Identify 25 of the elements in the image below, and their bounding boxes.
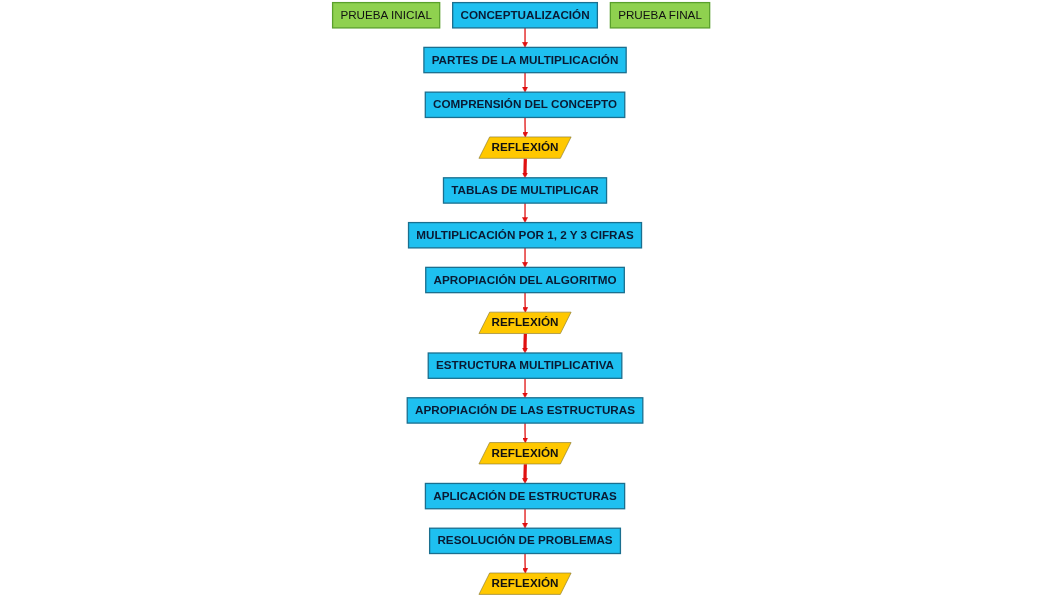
arrow: [522, 508, 528, 529]
node-box: COMPRENSIÓN DEL CONCEPTO: [424, 91, 626, 119]
arrow: [522, 552, 528, 574]
arrow: [522, 116, 528, 138]
node-box: PRUEBA FINAL: [609, 1, 711, 29]
node-box: CONCEPTUALIZACIÓN: [451, 1, 598, 29]
node-box: APLICACIÓN DE ESTRUCTURAS: [424, 482, 626, 510]
node-box: RESOLUCIÓN DE PROBLEMAS: [428, 527, 621, 555]
arrow: [522, 422, 528, 444]
node-box: PRUEBA INICIAL: [331, 1, 441, 29]
arrow: [522, 377, 528, 399]
arrow: [522, 202, 528, 223]
arrow: [522, 464, 528, 484]
node-box: MULTIPLICACIÓN POR 1, 2 Y 3 CIFRAS: [407, 221, 643, 249]
node-box: APROPIACIÓN DE LAS ESTRUCTURAS: [406, 397, 644, 424]
arrow: [522, 247, 528, 268]
arrow: [522, 292, 528, 313]
node-box: ESTRUCTURA MULTIPLICATIVA: [427, 352, 623, 379]
arrow: [522, 72, 528, 93]
node-box: PARTES DE LA MULTIPLICACIÓN: [423, 46, 627, 74]
arrow: [522, 158, 528, 179]
arrow: [522, 27, 528, 48]
node-box: APROPIACIÓN DEL ALGORITMO: [424, 266, 625, 294]
node-box: TABLAS DE MULTIPLICAR: [442, 177, 608, 204]
arrow: [522, 333, 528, 354]
